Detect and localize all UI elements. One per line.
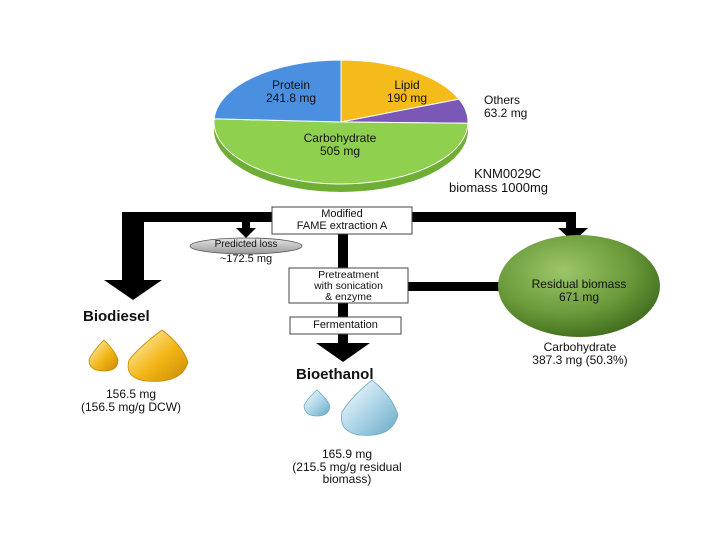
- biodiesel-drops-icon: [88, 329, 189, 382]
- pretreatment-label: Pretreatment with sonication & enzyme: [289, 269, 408, 304]
- bioethanol-title: Bioethanol: [296, 366, 374, 383]
- pie-slice-protein: [213, 59, 342, 123]
- carbohydrate-name: Carbohydrate: [303, 131, 377, 145]
- others-name: Others: [484, 93, 521, 107]
- pretreatment-line3: & enzyme: [325, 291, 372, 304]
- protein-amount: 241.8 mg: [265, 90, 317, 105]
- strain-label: KNM0029C: [474, 166, 542, 181]
- center-arrow-top: [338, 233, 348, 269]
- pie-slice-carbohydrate: [213, 118, 469, 185]
- pretreatment-line2: with sonication: [314, 280, 383, 293]
- residual-amount: 671 mg: [558, 289, 600, 304]
- biodiesel-yield-note: (156.5 mg/g DCW): [80, 399, 182, 414]
- residual-title: Residual biomass: [531, 277, 627, 291]
- bioethanol-yield: 165.9 mg: [321, 447, 373, 461]
- bioethanol-yield-note2: biomass): [322, 472, 372, 487]
- biodiesel-title: Biodiesel: [83, 308, 150, 325]
- loss-arrow-head: [236, 228, 256, 238]
- extraction-line2: FAME extraction A: [296, 219, 388, 232]
- predicted-loss-value: ~172.5 mg: [219, 253, 273, 265]
- loss-arrow-shaft: [242, 218, 250, 230]
- others-amount: 63.2 mg: [484, 105, 528, 120]
- pretreatment-box: [288, 267, 409, 304]
- residual-biomass-label: Residual biomass 671 mg: [498, 278, 660, 303]
- biomass-total-label: KNM0029C biomass 1000mg: [449, 167, 548, 194]
- center-arrow-mid: [338, 302, 348, 317]
- others-label: Others 63.2 mg: [484, 94, 527, 119]
- lipid-name: Lipid: [394, 78, 420, 92]
- residual-arrow-head: [558, 228, 588, 242]
- predicted-loss-pill: [189, 237, 303, 255]
- biodiesel-arrow-shaft: [122, 212, 144, 282]
- residual-carbohydrate-label: Carbohydrate 387.3 mg (50.3%): [495, 341, 665, 366]
- lipid-label: Lipid 190 mg: [372, 79, 442, 104]
- residual-carb-value: 387.3 mg (50.3%): [532, 352, 628, 367]
- pie-slice-lipid: [340, 59, 460, 123]
- total-label: biomass 1000mg: [449, 179, 548, 195]
- protein-name: Protein: [271, 78, 311, 92]
- bioethanol-arrow-head: [316, 343, 370, 362]
- biodiesel-yield-label: 156.5 mg (156.5 mg/g DCW): [56, 388, 206, 413]
- fermentation-box: [289, 316, 402, 335]
- extraction-box: [271, 206, 413, 235]
- protein-label: Protein 241.8 mg: [256, 79, 326, 104]
- pretreatment-line1: Pretreatment: [318, 269, 379, 281]
- residual-to-pretreatment-bar: [408, 282, 504, 291]
- lipid-amount: 190 mg: [386, 90, 428, 105]
- extraction-line1: Modified: [321, 208, 363, 220]
- fermentation-label: Fermentation: [313, 319, 378, 331]
- center-arrow-low: [338, 333, 348, 345]
- residual-biomass-circle: [498, 235, 660, 337]
- biodiesel-arrow-head: [104, 280, 162, 300]
- biomass-pie-chart: [213, 59, 469, 192]
- carbohydrate-amount: 505 mg: [319, 143, 361, 158]
- carbohydrate-label: Carbohydrate 505 mg: [280, 132, 400, 157]
- residual-carb-name: Carbohydrate: [543, 340, 617, 354]
- extraction-label: Modified FAME extraction A: [272, 208, 412, 232]
- biodiesel-yield: 156.5 mg: [105, 387, 157, 401]
- predicted-loss-title: Predicted loss: [214, 239, 278, 250]
- bioethanol-yield-note: (215.5 mg/g residual: [292, 459, 402, 474]
- residual-arrow-shaft: [566, 212, 576, 230]
- bioethanol-drops-icon: [303, 379, 399, 436]
- bioethanol-yield-label: 165.9 mg (215.5 mg/g residual biomass): [262, 448, 432, 486]
